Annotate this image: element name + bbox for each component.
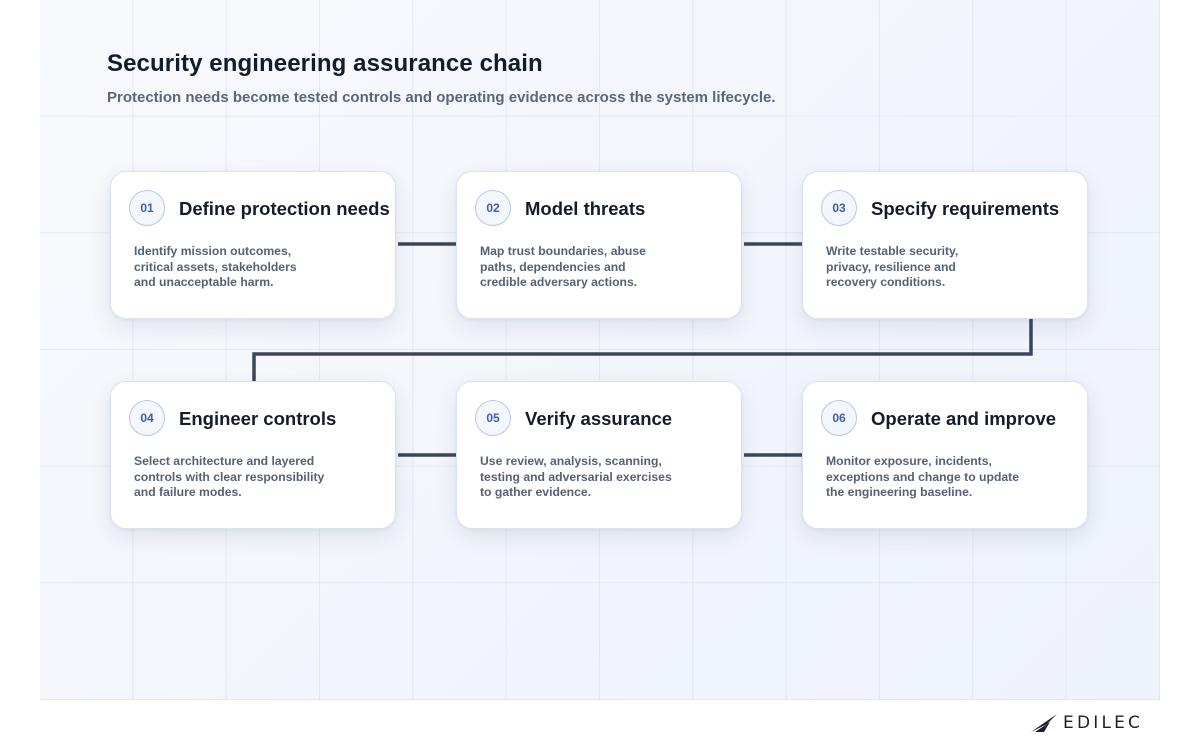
step-number-badge: 05 (475, 400, 511, 436)
step-card-02: 02 Model threats Map trust boundaries, a… (456, 171, 742, 319)
step-description: Identify mission outcomes, critical asse… (134, 244, 297, 289)
step-description: Monitor exposure, incidents, exceptions … (826, 454, 1020, 499)
step-title: Model threats (525, 198, 646, 219)
step-card-04: 04 Engineer controls Select architecture… (110, 381, 396, 529)
step-number-badge: 04 (129, 400, 165, 436)
step-description: Map trust boundaries, abuse paths, depen… (480, 244, 646, 289)
step-title: Define protection needs (179, 198, 390, 219)
step-number-badge: 03 (821, 190, 857, 226)
step-title: Specify requirements (871, 198, 1060, 219)
diagram-subtitle: Protection needs become tested controls … (107, 89, 776, 106)
connector-03-04 (252, 319, 1033, 381)
brand-logo: EDILEC (1030, 711, 1156, 735)
step-card-01: 01 Define protection needs Identify miss… (110, 171, 396, 319)
step-title: Verify assurance (525, 408, 673, 429)
edilec-logo-icon (1031, 714, 1057, 732)
diagram-canvas (40, 0, 1160, 700)
step-description: Select architecture and layered controls… (134, 454, 325, 499)
step-description: Use review, analysis, scanning, testing … (480, 454, 672, 499)
step-card-06: 06 Operate and improve Monitor exposure,… (802, 381, 1088, 529)
step-number-badge: 06 (821, 400, 857, 436)
step-title: Engineer controls (179, 408, 337, 429)
brand-name: EDILEC (1063, 713, 1144, 733)
diagram-title: Security engineering assurance chain (107, 50, 543, 77)
step-description: Write testable security, privacy, resili… (826, 244, 959, 289)
step-card-05: 05 Verify assurance Use review, analysis… (456, 381, 742, 529)
step-title: Operate and improve (871, 408, 1057, 429)
step-number-badge: 01 (129, 190, 165, 226)
step-card-03: 03 Specify requirements Write testable s… (802, 171, 1088, 319)
step-number-badge: 02 (475, 190, 511, 226)
